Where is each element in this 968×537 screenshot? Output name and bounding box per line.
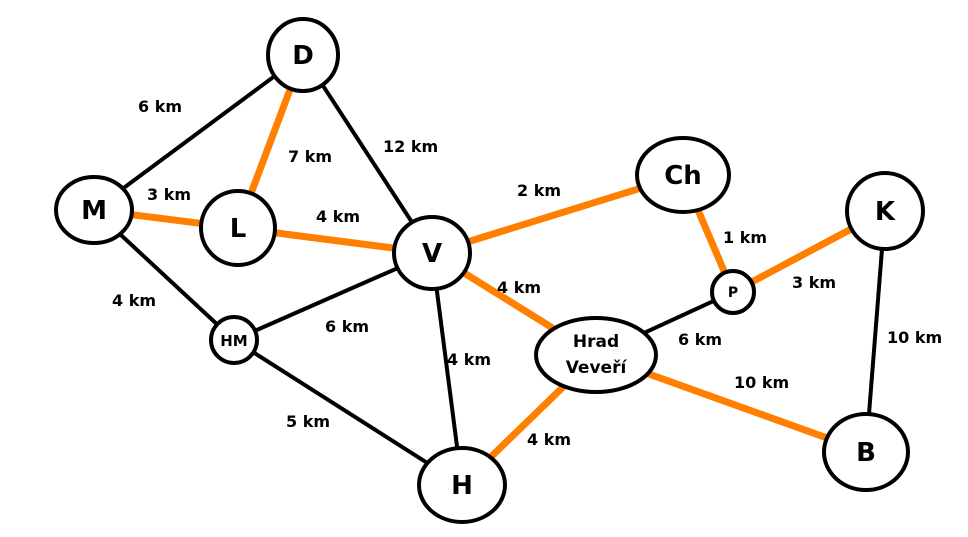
node-circle-HM — [209, 315, 259, 365]
edge-label-D-L: 7 km — [288, 147, 332, 166]
node-V: V — [392, 215, 472, 291]
node-M: M — [54, 175, 134, 245]
edge-HM-V — [254, 266, 399, 333]
edge-label-HV-H: 4 km — [527, 430, 571, 449]
node-circle-H — [417, 446, 507, 524]
edge-label-HM-V: 6 km — [325, 317, 369, 336]
edge-HV-P — [643, 298, 715, 335]
edges-layer — [118, 74, 885, 465]
node-label-HV-line1: Hrad — [573, 332, 619, 352]
node-label-L: L — [230, 214, 247, 244]
node-HM: HM — [209, 315, 259, 365]
edge-label-M-L: 3 km — [147, 185, 191, 204]
edge-M-L — [131, 211, 202, 227]
edge-P-K — [749, 225, 854, 286]
node-label-B: B — [856, 438, 876, 468]
edge-label-M-D: 6 km — [138, 97, 182, 116]
edge-label-HV-B: 10 km — [734, 373, 789, 392]
edge-label-V-Ch: 2 km — [517, 181, 561, 200]
edge-D-L — [247, 87, 294, 195]
edge-label-P-K: 3 km — [792, 273, 836, 292]
node-P: P — [710, 269, 756, 315]
edge-V-Ch — [467, 184, 642, 246]
edge-label-V-H: 4 km — [447, 350, 491, 369]
node-circle-B — [822, 412, 910, 492]
edge-Ch-P — [694, 208, 728, 275]
node-label-HM: HM — [220, 332, 247, 350]
edge-label-V-HV: 4 km — [497, 278, 541, 297]
node-label-HV-line2: Veveří — [566, 358, 628, 378]
edge-L-V — [274, 229, 395, 252]
node-circle-D — [266, 17, 340, 93]
node-label-H: H — [451, 471, 473, 501]
edge-label-Ch-P: 1 km — [723, 228, 767, 247]
edge-label-M-HM: 4 km — [112, 291, 156, 310]
node-label-M: M — [81, 196, 107, 226]
node-circle-V — [392, 215, 472, 291]
node-label-Ch: Ch — [664, 161, 702, 191]
edge-label-D-V: 12 km — [383, 137, 438, 156]
edge-label-HM-H: 5 km — [286, 412, 330, 431]
edge-V-H — [434, 288, 460, 449]
node-H: H — [417, 446, 507, 524]
node-label-V: V — [422, 239, 442, 269]
node-label-D: D — [292, 41, 314, 71]
node-D: D — [266, 17, 340, 93]
edge-D-V — [320, 83, 414, 224]
edge-label-K-B: 10 km — [887, 328, 942, 347]
node-circle-P — [710, 269, 756, 315]
edge-label-HV-P: 6 km — [678, 330, 722, 349]
edge-V-HV — [461, 269, 556, 332]
node-circle-K — [845, 171, 925, 251]
node-circle-M — [54, 175, 134, 245]
edge-HM-H — [252, 350, 429, 465]
edge-HV-B — [646, 370, 829, 442]
node-label-P: P — [728, 285, 738, 301]
node-B: B — [822, 412, 910, 492]
edge-HV-H — [488, 383, 567, 460]
node-K: K — [845, 171, 925, 251]
edge-K-B — [866, 248, 885, 415]
node-label-K: K — [875, 197, 896, 227]
edge-M-D — [121, 74, 276, 191]
node-circle-HV — [534, 316, 658, 394]
node-Ch: Ch — [635, 136, 731, 214]
edge-labels-layer: 6 km 7 km 12 km 3 km 4 km 4 km 6 km 5 km 4 km 2 k… — [112, 97, 942, 449]
edge-M-HM — [118, 232, 219, 326]
edge-label-L-V: 4 km — [316, 207, 360, 226]
node-circle-Ch — [635, 136, 731, 214]
node-L: L — [199, 189, 277, 267]
node-circle-L — [199, 189, 277, 267]
